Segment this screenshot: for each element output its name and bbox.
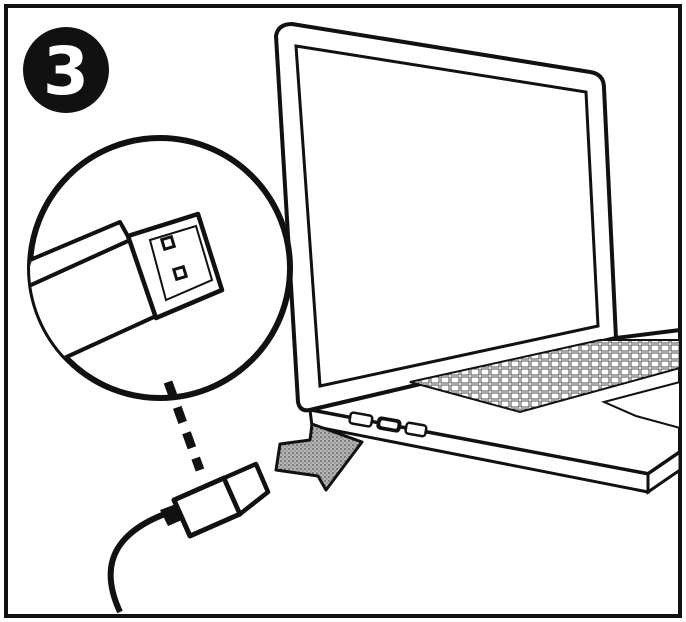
leader-dashed-line bbox=[163, 380, 205, 472]
laptop-ports bbox=[348, 411, 428, 438]
cable-icon bbox=[107, 509, 172, 614]
step-number-label: 3 bbox=[43, 33, 89, 110]
usb-a-plug-icon bbox=[160, 461, 271, 539]
laptop-icon bbox=[273, 21, 682, 495]
magnified-connector-icon bbox=[27, 135, 293, 401]
insert-arrow-icon bbox=[274, 422, 364, 492]
step-number-badge: 3 bbox=[23, 27, 109, 113]
